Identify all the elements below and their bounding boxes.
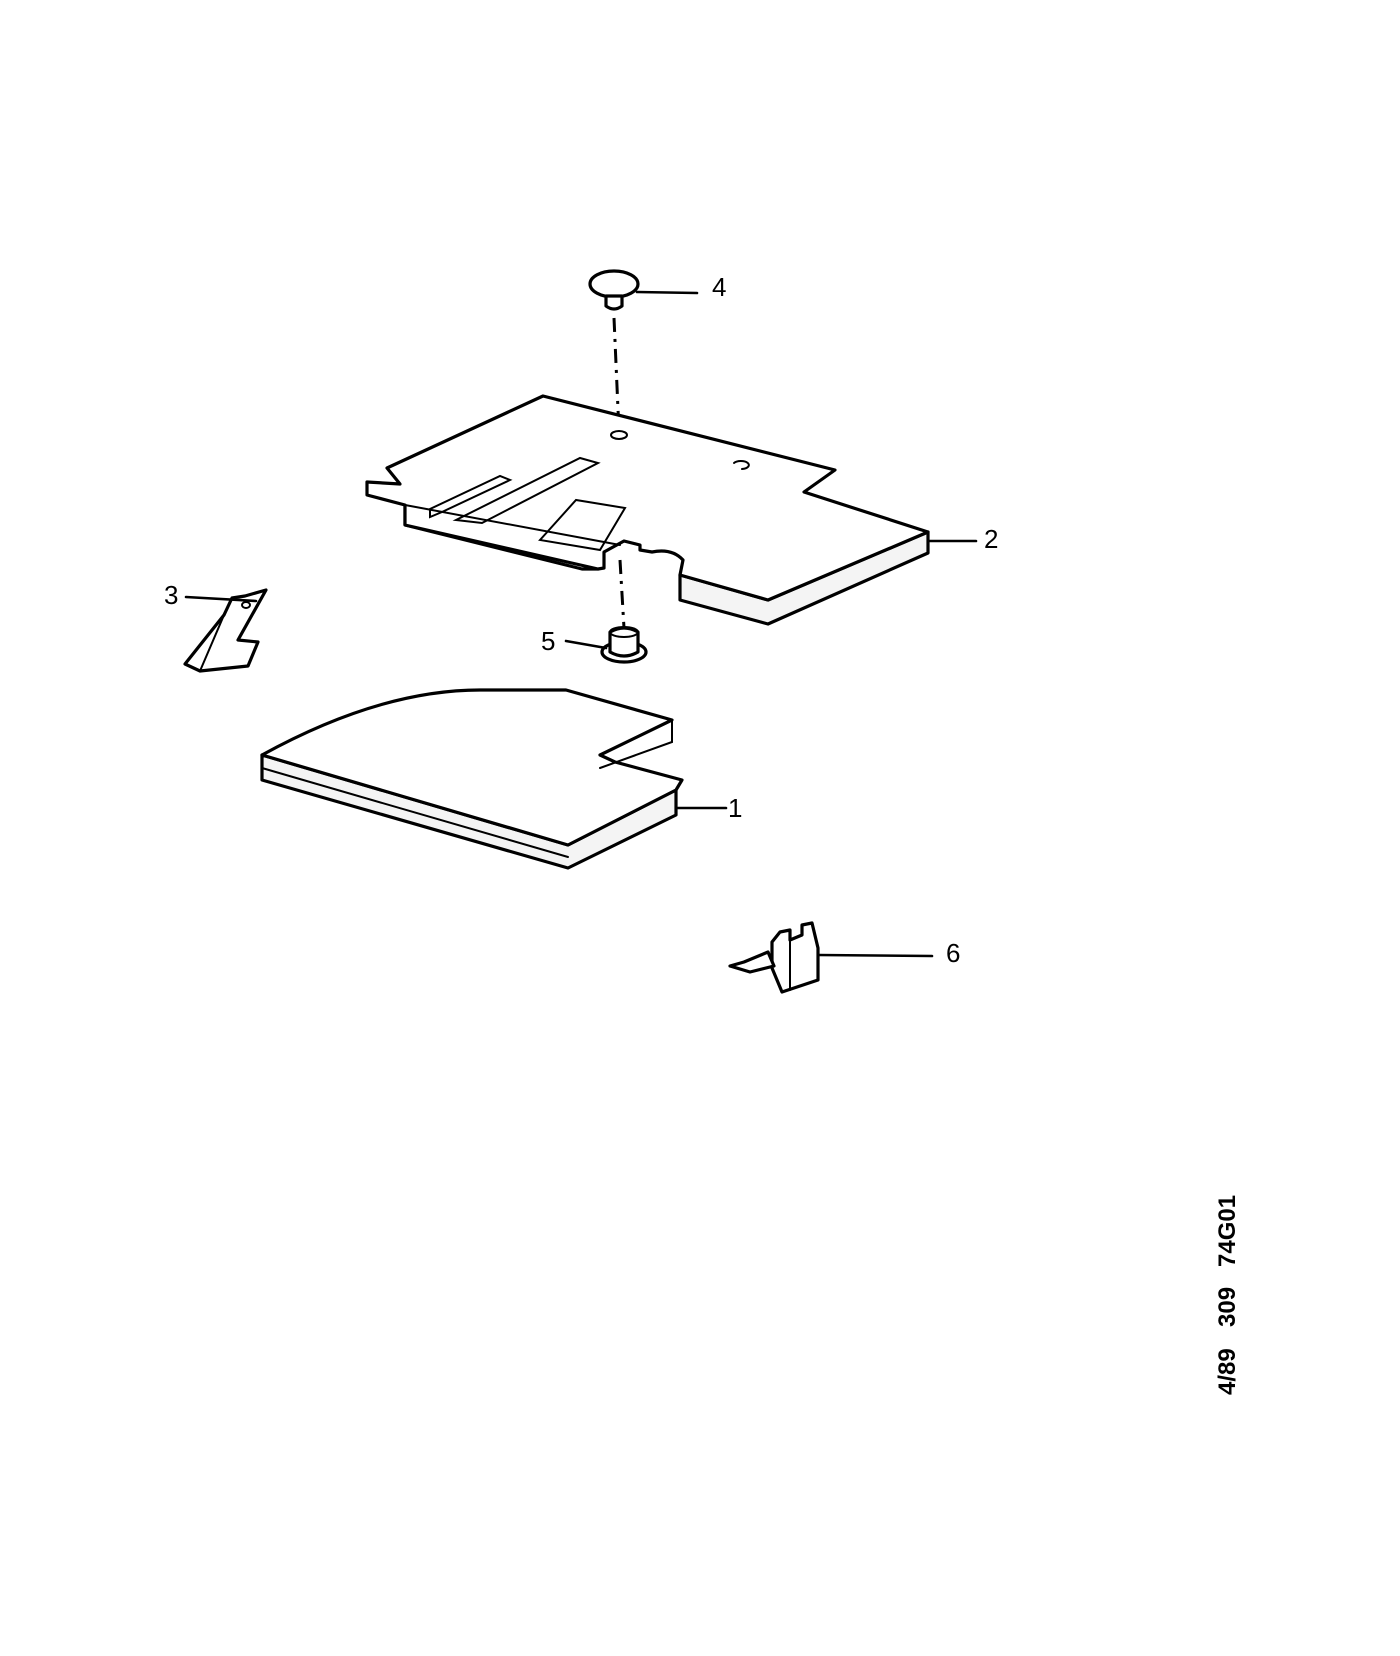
callout-2: 2 xyxy=(984,524,998,554)
callout-6: 6 xyxy=(946,938,960,968)
drawing-ref: 74G01 xyxy=(1214,1195,1241,1267)
callout-5: 5 xyxy=(541,626,555,656)
part-5-grommet xyxy=(600,626,648,664)
callout-1: 1 xyxy=(728,793,742,823)
callout-3: 3 xyxy=(164,580,178,610)
callout-4: 4 xyxy=(712,272,726,302)
part-6-clip xyxy=(728,921,820,994)
part-3-bracket xyxy=(183,588,268,673)
drawing-code: 4/89 309 74G01 xyxy=(1214,1195,1241,1395)
part-2-cover-plate xyxy=(365,394,930,629)
part-4-push-fastener xyxy=(588,269,640,433)
drawing-date: 4/89 xyxy=(1214,1348,1241,1395)
drawing-number: 309 xyxy=(1214,1287,1241,1327)
part-1-tray xyxy=(260,688,684,870)
leader-lines xyxy=(184,290,978,958)
